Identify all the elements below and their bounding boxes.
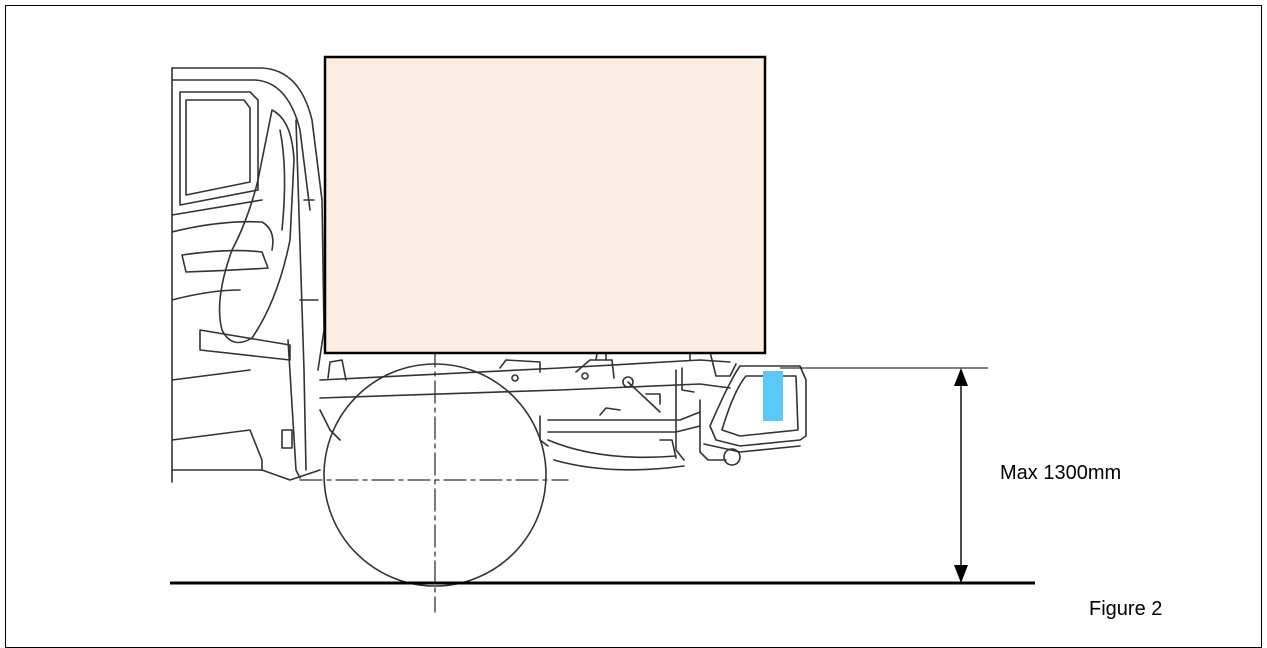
wheel-center-lines bbox=[299, 344, 569, 613]
load-box bbox=[323, 55, 767, 355]
truck-chassis bbox=[319, 343, 741, 471]
rear-lamp bbox=[703, 365, 807, 453]
height-marker bbox=[763, 371, 783, 421]
dimension-arrow-icon bbox=[954, 368, 968, 583]
truck-cab bbox=[171, 67, 325, 483]
figure-caption: Figure 2 bbox=[1089, 598, 1163, 620]
dimension-label: Max 1300mm bbox=[1000, 462, 1122, 484]
